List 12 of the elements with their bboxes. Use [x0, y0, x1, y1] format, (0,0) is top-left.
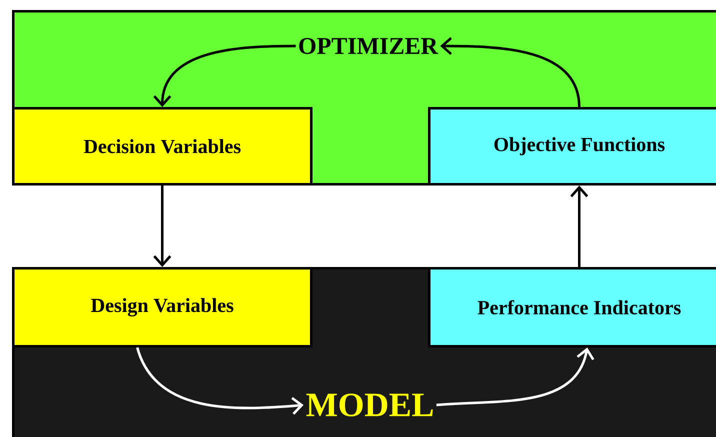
arrow [440, 37, 580, 108]
label-box: Objective Functions [428, 107, 716, 186]
arrow [153, 44, 296, 107]
panel-title: MODEL [306, 394, 433, 416]
arrow [570, 186, 588, 267]
arrow [153, 186, 172, 267]
arrow [436, 348, 594, 406]
label-box: Decision Variables [12, 107, 312, 186]
arrow [136, 347, 304, 415]
label-box: Design Variables [12, 267, 312, 348]
label-box: Performance Indicators [428, 267, 716, 348]
panel-title: OPTIMIZER [299, 38, 438, 54]
